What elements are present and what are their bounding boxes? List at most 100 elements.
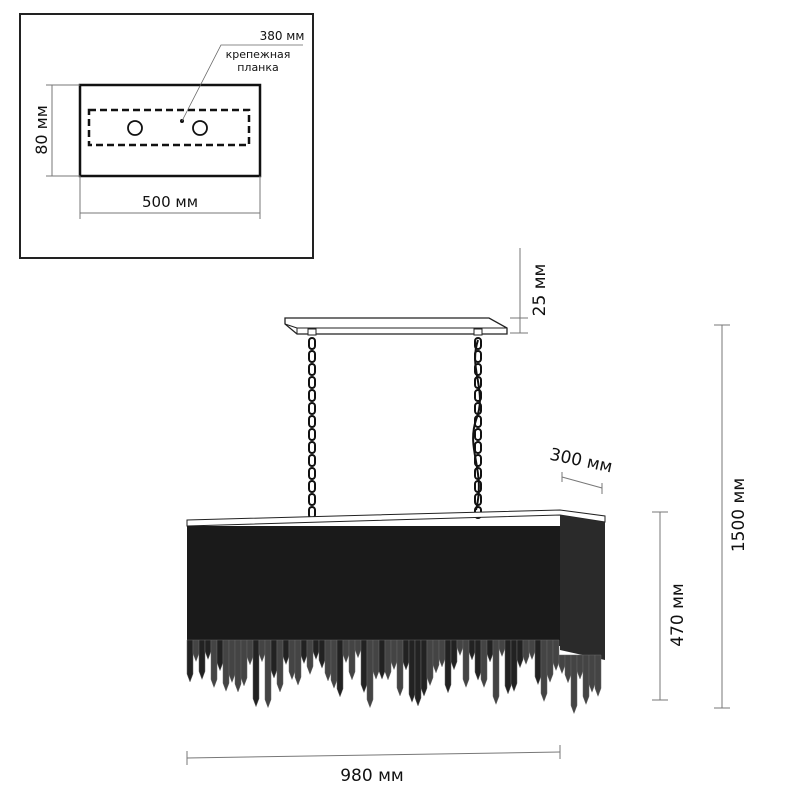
- chain-link: [474, 337, 482, 350]
- crystal-drops: [186, 639, 602, 715]
- crystal-curtain-side: [560, 515, 605, 660]
- crystal-drop: [210, 639, 218, 689]
- crystal-drop: [384, 639, 392, 681]
- crystal-drop: [534, 639, 542, 686]
- body-height-label: 470 мм: [668, 583, 688, 647]
- crystal-drop: [348, 639, 356, 681]
- crystal-drop: [492, 639, 500, 706]
- crystal-drop: [450, 639, 458, 671]
- crystal-drop: [480, 639, 488, 689]
- crystal-drop: [396, 639, 404, 697]
- crystal-drop: [474, 639, 482, 681]
- crystal-drop: [318, 639, 326, 669]
- crystal-curtain-front: [187, 526, 560, 646]
- chain-link: [474, 363, 482, 376]
- crystal-body: [186, 509, 606, 715]
- crystal-drop: [372, 639, 380, 680]
- leader-line: [181, 44, 303, 122]
- total-height-label: 1500 мм: [729, 478, 749, 552]
- crystal-drop: [588, 654, 596, 693]
- crystal-drop: [516, 639, 524, 669]
- crystal-drop: [462, 639, 470, 688]
- crystal-drop: [234, 639, 242, 693]
- chain-link: [308, 389, 316, 402]
- crystal-drop: [336, 639, 344, 698]
- chain-link: [308, 428, 316, 441]
- mount-length-label: 380 мм: [260, 29, 305, 43]
- crystal-drop: [228, 639, 236, 684]
- crystal-drop: [312, 639, 320, 661]
- inset-height-label: 80 мм: [32, 105, 51, 155]
- crystal-drop: [240, 639, 248, 687]
- crystal-drop: [246, 639, 254, 666]
- crystal-drop: [582, 654, 590, 706]
- crystal-drop: [342, 639, 350, 664]
- crystal-drop: [366, 639, 374, 709]
- canopy: [284, 317, 508, 336]
- inset-width-label: 500 мм: [142, 193, 198, 211]
- crystal-drop: [576, 654, 584, 680]
- chain-link: [308, 480, 316, 493]
- crystal-drop: [444, 639, 452, 694]
- crystal-drop: [426, 639, 434, 687]
- crystal-drop: [186, 639, 194, 683]
- mount-label-line1: крепежная: [226, 48, 291, 61]
- crystal-drop: [300, 639, 308, 665]
- suspension-chains: [308, 337, 482, 519]
- crystal-drop: [504, 639, 512, 695]
- crystal-drop: [192, 639, 200, 663]
- crystal-drop: [558, 654, 566, 675]
- chain-link: [308, 376, 316, 389]
- crystal-drop: [282, 639, 290, 666]
- crystal-drop: [414, 639, 422, 707]
- crystal-drop: [252, 639, 260, 708]
- crystal-drop: [570, 654, 578, 715]
- crystal-drop: [360, 639, 368, 694]
- crystal-drop: [270, 639, 278, 679]
- crystal-drop: [522, 639, 530, 665]
- crystal-drop: [264, 639, 272, 709]
- crystal-drop: [324, 639, 332, 682]
- chain-link: [474, 441, 482, 454]
- crystal-drop: [408, 639, 416, 703]
- crystal-drop: [354, 639, 362, 659]
- mounting-plate-inset: 380 мм крепежная планка 80 мм 500 мм: [19, 13, 314, 259]
- length-label: 980 мм: [340, 766, 404, 786]
- chain-link: [474, 389, 482, 402]
- crystal-drop: [456, 639, 464, 657]
- screw-hole: [127, 120, 143, 136]
- canopy-outline: [78, 83, 262, 178]
- chain-link: [308, 402, 316, 415]
- crystal-drop: [486, 639, 494, 663]
- screw-hole: [192, 120, 208, 136]
- crystal-drop: [540, 639, 548, 703]
- crystal-drop: [498, 639, 506, 658]
- crystal-drop: [420, 639, 428, 697]
- crystal-drop: [546, 639, 554, 683]
- chain-link: [308, 337, 316, 350]
- crystal-drop: [198, 639, 206, 681]
- crystal-drop: [438, 639, 446, 668]
- crystal-drop: [288, 639, 296, 681]
- crystal-drop: [390, 639, 398, 671]
- top-frame: [186, 509, 606, 527]
- crystal-drop: [402, 639, 410, 671]
- crystal-drop: [222, 639, 230, 692]
- crystal-drop: [594, 654, 602, 698]
- chain-link: [308, 467, 316, 480]
- chain-link: [308, 363, 316, 376]
- crystal-drop: [258, 639, 266, 663]
- chain-link: [308, 415, 316, 428]
- chain-link: [308, 454, 316, 467]
- crystal-drop: [552, 639, 560, 672]
- crystal-drop: [306, 639, 314, 676]
- crystal-drop: [276, 639, 284, 693]
- crystal-drop: [528, 639, 536, 661]
- canopy-height-label: 25 мм: [530, 264, 550, 317]
- crystal-drop: [432, 639, 440, 674]
- crystal-drop: [294, 639, 302, 686]
- depth-label: 300 мм: [548, 445, 614, 478]
- chain-link: [308, 441, 316, 454]
- crystal-drop: [330, 639, 338, 689]
